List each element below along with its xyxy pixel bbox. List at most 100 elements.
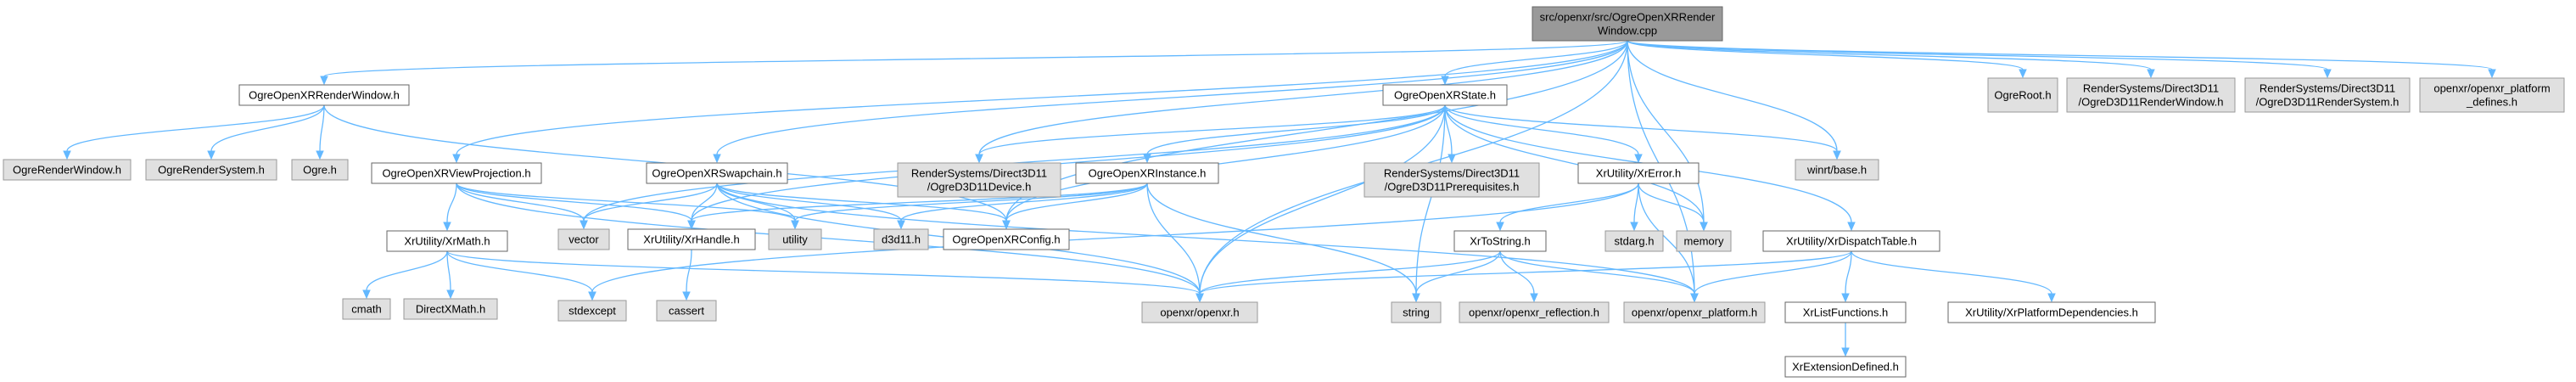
edge-instance_h-to-d3d11_h (897, 183, 1148, 230)
node-label: d3d11.h (882, 233, 921, 246)
node-label: XrUtility/XrError.h (1596, 167, 1681, 180)
node-label: /OgreD3D11RenderWindow.h (2078, 96, 2223, 109)
node-label: openxr/openxr_platform (2433, 82, 2550, 95)
node-label: XrToString.h (1470, 235, 1531, 248)
node-label: XrUtility/XrDispatchTable.h (1786, 235, 1917, 248)
node-label: Window.cpp (1598, 25, 1657, 37)
edge-instance_h-to-xrhandle_h (687, 183, 1148, 230)
node-xrtostring-h[interactable]: XrToString.h (1453, 230, 1547, 252)
edge-root-to-ogreroot_h (1627, 40, 2027, 79)
edge-xrmath_h-to-cmath (362, 250, 448, 300)
node-instance-h[interactable]: OgreOpenXRInstance.h (1075, 162, 1219, 184)
edge-xrmath_h-to-directxmath_h (446, 250, 455, 300)
node-viewprojection-h[interactable]: OgreOpenXRViewProjection.h (371, 162, 542, 184)
edge-ogreopenxrrenderwindow_h-to-ogre_h (316, 104, 325, 160)
node-xrextensiondefined-h[interactable]: XrExtensionDefined.h (1784, 356, 1907, 378)
edge-swapchain_h-to-vector (580, 183, 718, 230)
node-label: OgreOpenXRState.h (1394, 89, 1496, 102)
node-vector: vector (557, 228, 610, 250)
node-ogreopenxrstate-h[interactable]: OgreOpenXRState.h (1382, 84, 1508, 106)
node-label: openxr/openxr_reflection.h (1469, 306, 1599, 319)
edge-xrdispatchtable_h-to-xrplatformdeps_h (1851, 250, 2056, 303)
node-label: OgreOpenXRViewProjection.h (382, 167, 530, 180)
edge-instance_h-to-utility (791, 183, 1148, 230)
edge-ogreopenxrstate_h-to-xrerror_h (1444, 104, 1643, 164)
node-root[interactable]: src/openxr/src/OgreOpenXRRenderWindow.cp… (1532, 6, 1723, 42)
edge-xrerror_h-to-memory (1638, 183, 1708, 232)
node-label: /OgreD3D11Prerequisites.h (1385, 181, 1520, 194)
node-xrlistfunctions-h[interactable]: XrListFunctions.h (1784, 301, 1907, 323)
node-label: openxr/openxr_platform.h (1632, 306, 1757, 319)
node-ogre-h: Ogre.h (291, 159, 349, 181)
node-label: cmath (351, 303, 381, 316)
edge-xrdispatchtable_h-to-openxr_h (1196, 250, 1852, 303)
edge-instance_h-to-xrconfig_h (1002, 183, 1148, 230)
node-xrmath-h[interactable]: XrUtility/XrMath.h (386, 230, 508, 252)
node-xrplatformdeps-h[interactable]: XrUtility/XrPlatformDependencies.h (1947, 301, 2156, 323)
edge-xrtostring_h-to-openxr_platform_h (1499, 250, 1699, 303)
node-label: _defines.h (2466, 96, 2517, 109)
edge-xrmath_h-to-stdexcept (446, 250, 596, 301)
node-label: RenderSystems/Direct3D11 (2083, 82, 2219, 95)
edge-root-to-ogreopenxrstate_h (1441, 40, 1628, 86)
edges-layer (63, 40, 2496, 357)
node-stdexcept: stdexcept (557, 300, 627, 322)
node-label: /OgreD3D11RenderSystem.h (2256, 96, 2400, 109)
node-label: XrExtensionDefined.h (1792, 361, 1899, 374)
node-d3d11renderwindow-h: RenderSystems/Direct3D11/OgreD3D11Render… (2066, 77, 2236, 113)
node-xrhandle-h[interactable]: XrUtility/XrHandle.h (627, 228, 756, 250)
edge-instance_h-to-openxr_h (1146, 183, 1204, 303)
edge-root-to-d3d11rendersystem_h (1627, 40, 2332, 79)
node-xrconfig-h[interactable]: OgreOpenXRConfig.h (943, 228, 1070, 250)
node-label: memory (1684, 235, 1724, 248)
node-xrerror-h[interactable]: XrUtility/XrError.h (1577, 162, 1700, 184)
node-label: OgreRenderWindow.h (13, 164, 121, 177)
edge-xrlistfunctions_h-to-xrextensiondefined_h (1841, 322, 1850, 357)
node-stdarg-h: stdarg.h (1604, 230, 1664, 252)
node-label: cassert (669, 305, 704, 317)
node-ogreopenxrrenderwindow-h[interactable]: OgreOpenXRRenderWindow.h (238, 84, 410, 106)
edge-ogreopenxrstate_h-to-d3d11device_h (975, 104, 1446, 164)
node-ogrerendersystem-h: OgreRenderSystem.h (145, 159, 277, 181)
edge-swapchain_h-to-openxr_platform_h (716, 183, 1699, 303)
edge-ogreopenxrstate_h-to-winrt_base_h (1444, 104, 1841, 160)
node-label: RenderSystems/Direct3D11 (1384, 167, 1520, 180)
node-xrdispatchtable-h[interactable]: XrUtility/XrDispatchTable.h (1762, 230, 1940, 252)
nodes-layer: src/openxr/src/OgreOpenXRRenderWindow.cp… (3, 6, 2565, 378)
node-winrt-base-h: winrt/base.h (1795, 159, 1879, 181)
node-label: XrUtility/XrMath.h (404, 235, 490, 248)
edge-instance_h-to-string (1146, 183, 1420, 303)
edge-ogreopenxrstate_h-to-string (1412, 104, 1446, 303)
edge-root-to-platform_defines_h (1627, 40, 2496, 79)
node-label: winrt/base.h (1806, 164, 1867, 177)
edge-ogreopenxrstate_h-to-openxr_h (1196, 104, 1446, 303)
node-label: OgreOpenXRSwapchain.h (652, 167, 781, 180)
node-directxmath-h: DirectXMath.h (403, 298, 498, 320)
edge-xrhandle_h-to-cassert (682, 249, 692, 301)
node-label: RenderSystems/Direct3D11 (911, 167, 1047, 180)
node-string: string (1391, 301, 1442, 323)
node-label: Ogre.h (303, 164, 337, 177)
edge-xrtostring_h-to-string (1412, 250, 1501, 303)
node-label: XrUtility/XrHandle.h (643, 233, 739, 246)
node-d3d11device-h: RenderSystems/Direct3D11/OgreD3D11Device… (897, 162, 1061, 198)
node-label: /OgreD3D11Device.h (927, 181, 1032, 194)
node-label: DirectXMath.h (416, 303, 485, 316)
edge-ogreopenxrstate_h-to-xrhandle_h (687, 104, 1446, 230)
edge-ogreopenxrrenderwindow_h-to-ogrerenderwindow_h (63, 104, 325, 160)
node-ogreroot-h: OgreRoot.h (1987, 77, 2058, 113)
edge-xrdispatchtable_h-to-openxr_platform_h (1690, 250, 1852, 303)
node-label: OgreOpenXRInstance.h (1089, 167, 1207, 180)
node-label: RenderSystems/Direct3D11 (2260, 82, 2395, 95)
node-swapchain-h[interactable]: OgreOpenXRSwapchain.h (646, 162, 788, 184)
node-memory: memory (1676, 230, 1732, 252)
node-label: OgreOpenXRRenderWindow.h (249, 89, 400, 102)
node-openxr-platform-h: openxr/openxr_platform.h (1623, 301, 1766, 323)
edge-root-to-swapchain_h (713, 40, 1628, 164)
node-d3d11-h: d3d11.h (873, 228, 929, 250)
edge-viewprojection_h-to-xrmath_h (443, 183, 457, 232)
node-cmath: cmath (342, 298, 391, 320)
node-ogrerenderwindow-h: OgreRenderWindow.h (3, 159, 132, 181)
node-label: src/openxr/src/OgreOpenXRRender (1540, 11, 1716, 24)
